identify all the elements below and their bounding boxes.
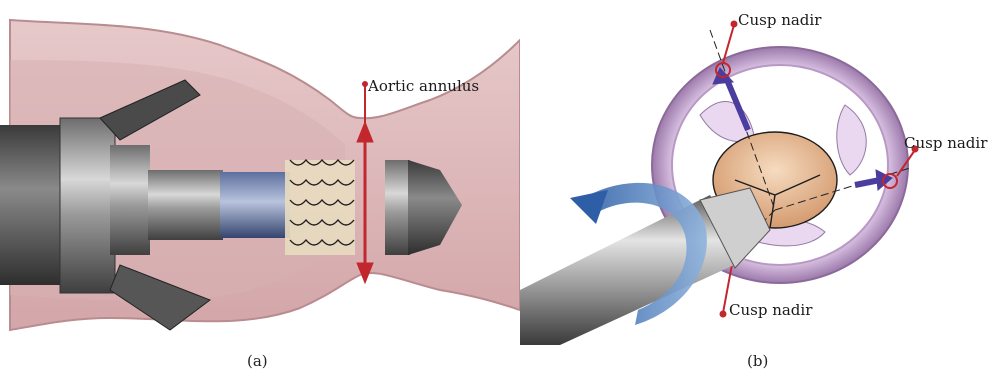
valve-stent [285,160,355,255]
aortic-annulus-label: Aortic annulus [367,77,479,95]
panel-a-illustration: Aortic annulus [0,0,520,345]
cusp-nadir-label-bottom: Cusp nadir [729,301,813,319]
panel-b: Cusp nadir Cusp nadir Cusp nadir [520,0,1001,381]
cusp-nadir-label-right: Cusp nadir [904,134,988,152]
cusp-nadir-label-top: Cusp nadir [738,11,822,29]
caption-a: (a) [247,352,268,370]
caption-b: (b) [747,352,768,370]
panel-b-illustration: Cusp nadir Cusp nadir Cusp nadir [520,0,1001,345]
panel-a: Aortic annulus [0,0,520,381]
